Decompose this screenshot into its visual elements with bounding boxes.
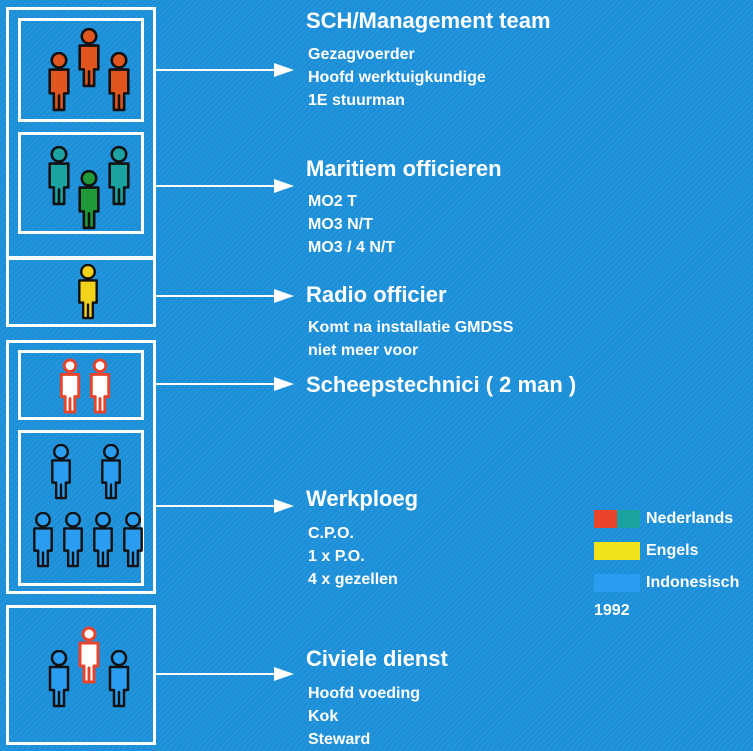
person-icon	[48, 650, 70, 708]
group-line: niet meer voor	[308, 342, 419, 359]
box-group-6	[6, 605, 156, 745]
person-icon	[108, 52, 130, 112]
group-line: 1 x P.O.	[308, 548, 365, 565]
person-icon	[78, 626, 100, 684]
group-title: Maritiem officieren	[306, 156, 502, 181]
box-group-4	[6, 340, 156, 594]
person-icon	[78, 264, 98, 320]
group-lines: Komt na installatie GMDSS niet meer voor	[308, 316, 513, 362]
group-line: Gezagvoerder	[308, 46, 415, 63]
person-icon	[101, 444, 121, 500]
group-line: Komt na installatie GMDSS	[308, 319, 514, 336]
group-line: MO3 / 4 N/T	[308, 239, 396, 256]
group-line: MO2 T	[308, 193, 357, 210]
legend-swatch-indonesisch	[594, 574, 640, 592]
legend-label: Nederlands	[646, 510, 734, 527]
person-icon	[51, 444, 71, 500]
arrow-icon	[156, 179, 294, 193]
group-line: Kok	[308, 708, 339, 725]
box-group-4a	[18, 350, 144, 420]
person-icon	[63, 512, 83, 568]
group-line: Hoofd voeding	[308, 685, 420, 702]
group-line: 4 x gezellen	[308, 571, 398, 588]
group-title: SCH/Management team	[306, 8, 551, 33]
group-line: MO3 N/T	[308, 216, 373, 233]
person-icon	[33, 512, 53, 568]
box-group-1a	[18, 18, 144, 122]
person-icon	[78, 28, 100, 88]
group-line: Hoofd werktuigkundige	[308, 69, 486, 86]
person-icon	[89, 358, 111, 414]
group-lines: C.P.O. 1 x P.O. 4 x gezellen	[308, 522, 398, 591]
person-icon	[108, 650, 130, 708]
group-lines: MO2 T MO3 N/T MO3 / 4 N/T	[308, 190, 395, 259]
person-icon	[123, 512, 143, 568]
legend-swatch-nederlands	[594, 510, 640, 528]
arrow-icon	[156, 499, 294, 513]
group-title: Radio officier	[306, 282, 447, 307]
box-group-3	[6, 257, 156, 327]
person-icon	[48, 52, 70, 112]
person-icon	[108, 146, 130, 206]
legend-label: Engels	[646, 542, 699, 559]
arrow-icon	[156, 667, 294, 681]
group-line: C.P.O.	[308, 525, 354, 542]
group-lines: Gezagvoerder Hoofd werktuigkundige 1E st…	[308, 43, 486, 112]
arrow-icon	[156, 377, 294, 391]
box-group-1b	[18, 132, 144, 234]
group-line: 1E stuurman	[308, 92, 405, 109]
group-line: Steward	[308, 731, 371, 748]
arrow-icon	[156, 289, 294, 303]
legend-year: 1992	[594, 602, 630, 619]
group-lines: Hoofd voeding Kok Steward	[308, 682, 420, 751]
person-icon	[59, 358, 81, 414]
box-group-4b	[18, 430, 144, 586]
legend-label: Indonesisch	[646, 574, 740, 591]
group-title: Civiele dienst	[306, 646, 448, 671]
legend-swatch-engels	[594, 542, 640, 560]
person-icon	[48, 146, 70, 206]
person-icon	[93, 512, 113, 568]
arrow-icon	[156, 63, 294, 77]
group-title: Scheepstechnici ( 2 man )	[306, 372, 577, 397]
group-title: Werkploeg	[306, 486, 419, 511]
person-icon	[78, 170, 100, 230]
